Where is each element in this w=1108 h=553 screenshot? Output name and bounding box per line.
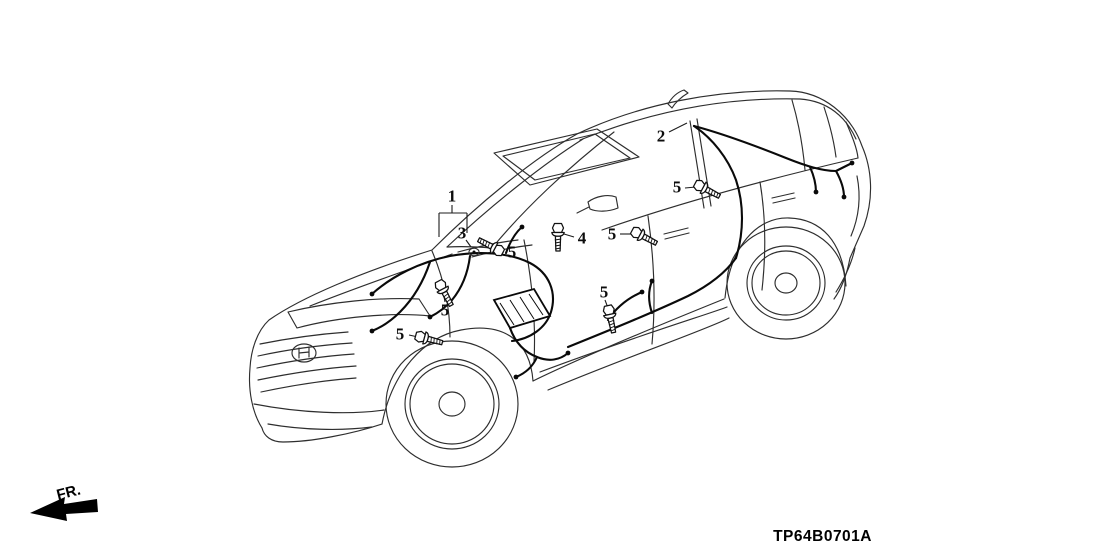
sunroof <box>493 128 640 186</box>
bolts-layer <box>413 177 723 350</box>
diagram-code: TP64B0701A <box>773 528 872 545</box>
wheels <box>385 226 846 468</box>
callout-label-2: 2 <box>656 126 666 146</box>
fr-arrow-icon <box>30 497 98 521</box>
bolt-icon <box>413 328 445 350</box>
callout-label-5: 5 <box>599 282 609 302</box>
front-wheel <box>385 340 519 468</box>
roof-antenna <box>667 89 689 109</box>
callout-label-5: 5 <box>507 242 517 262</box>
side-mirror <box>587 195 619 212</box>
wire-harness <box>369 124 855 380</box>
brand-badge <box>291 343 317 363</box>
fr-label: FR. <box>55 482 83 504</box>
callout-label-5: 5 <box>440 300 450 320</box>
front-direction-indicator: FR. <box>30 482 98 521</box>
bolt-icon <box>551 222 565 252</box>
callout-label-1: 1 <box>447 186 457 206</box>
harness-grommet <box>468 247 480 257</box>
callout-label-3: 3 <box>457 223 467 243</box>
car-rear-details <box>835 175 860 293</box>
callout-label-5: 5 <box>395 324 405 344</box>
callout-label-4: 4 <box>577 228 587 248</box>
car-glass-roof <box>446 89 859 258</box>
car-doors <box>523 181 796 391</box>
harness-junction-unit <box>492 287 552 330</box>
bolt-icon <box>628 224 660 250</box>
callout-label-5: 5 <box>607 224 617 244</box>
callout-label-5: 5 <box>672 177 682 197</box>
car-body-outline <box>248 90 872 443</box>
rear-wheel <box>726 226 846 340</box>
